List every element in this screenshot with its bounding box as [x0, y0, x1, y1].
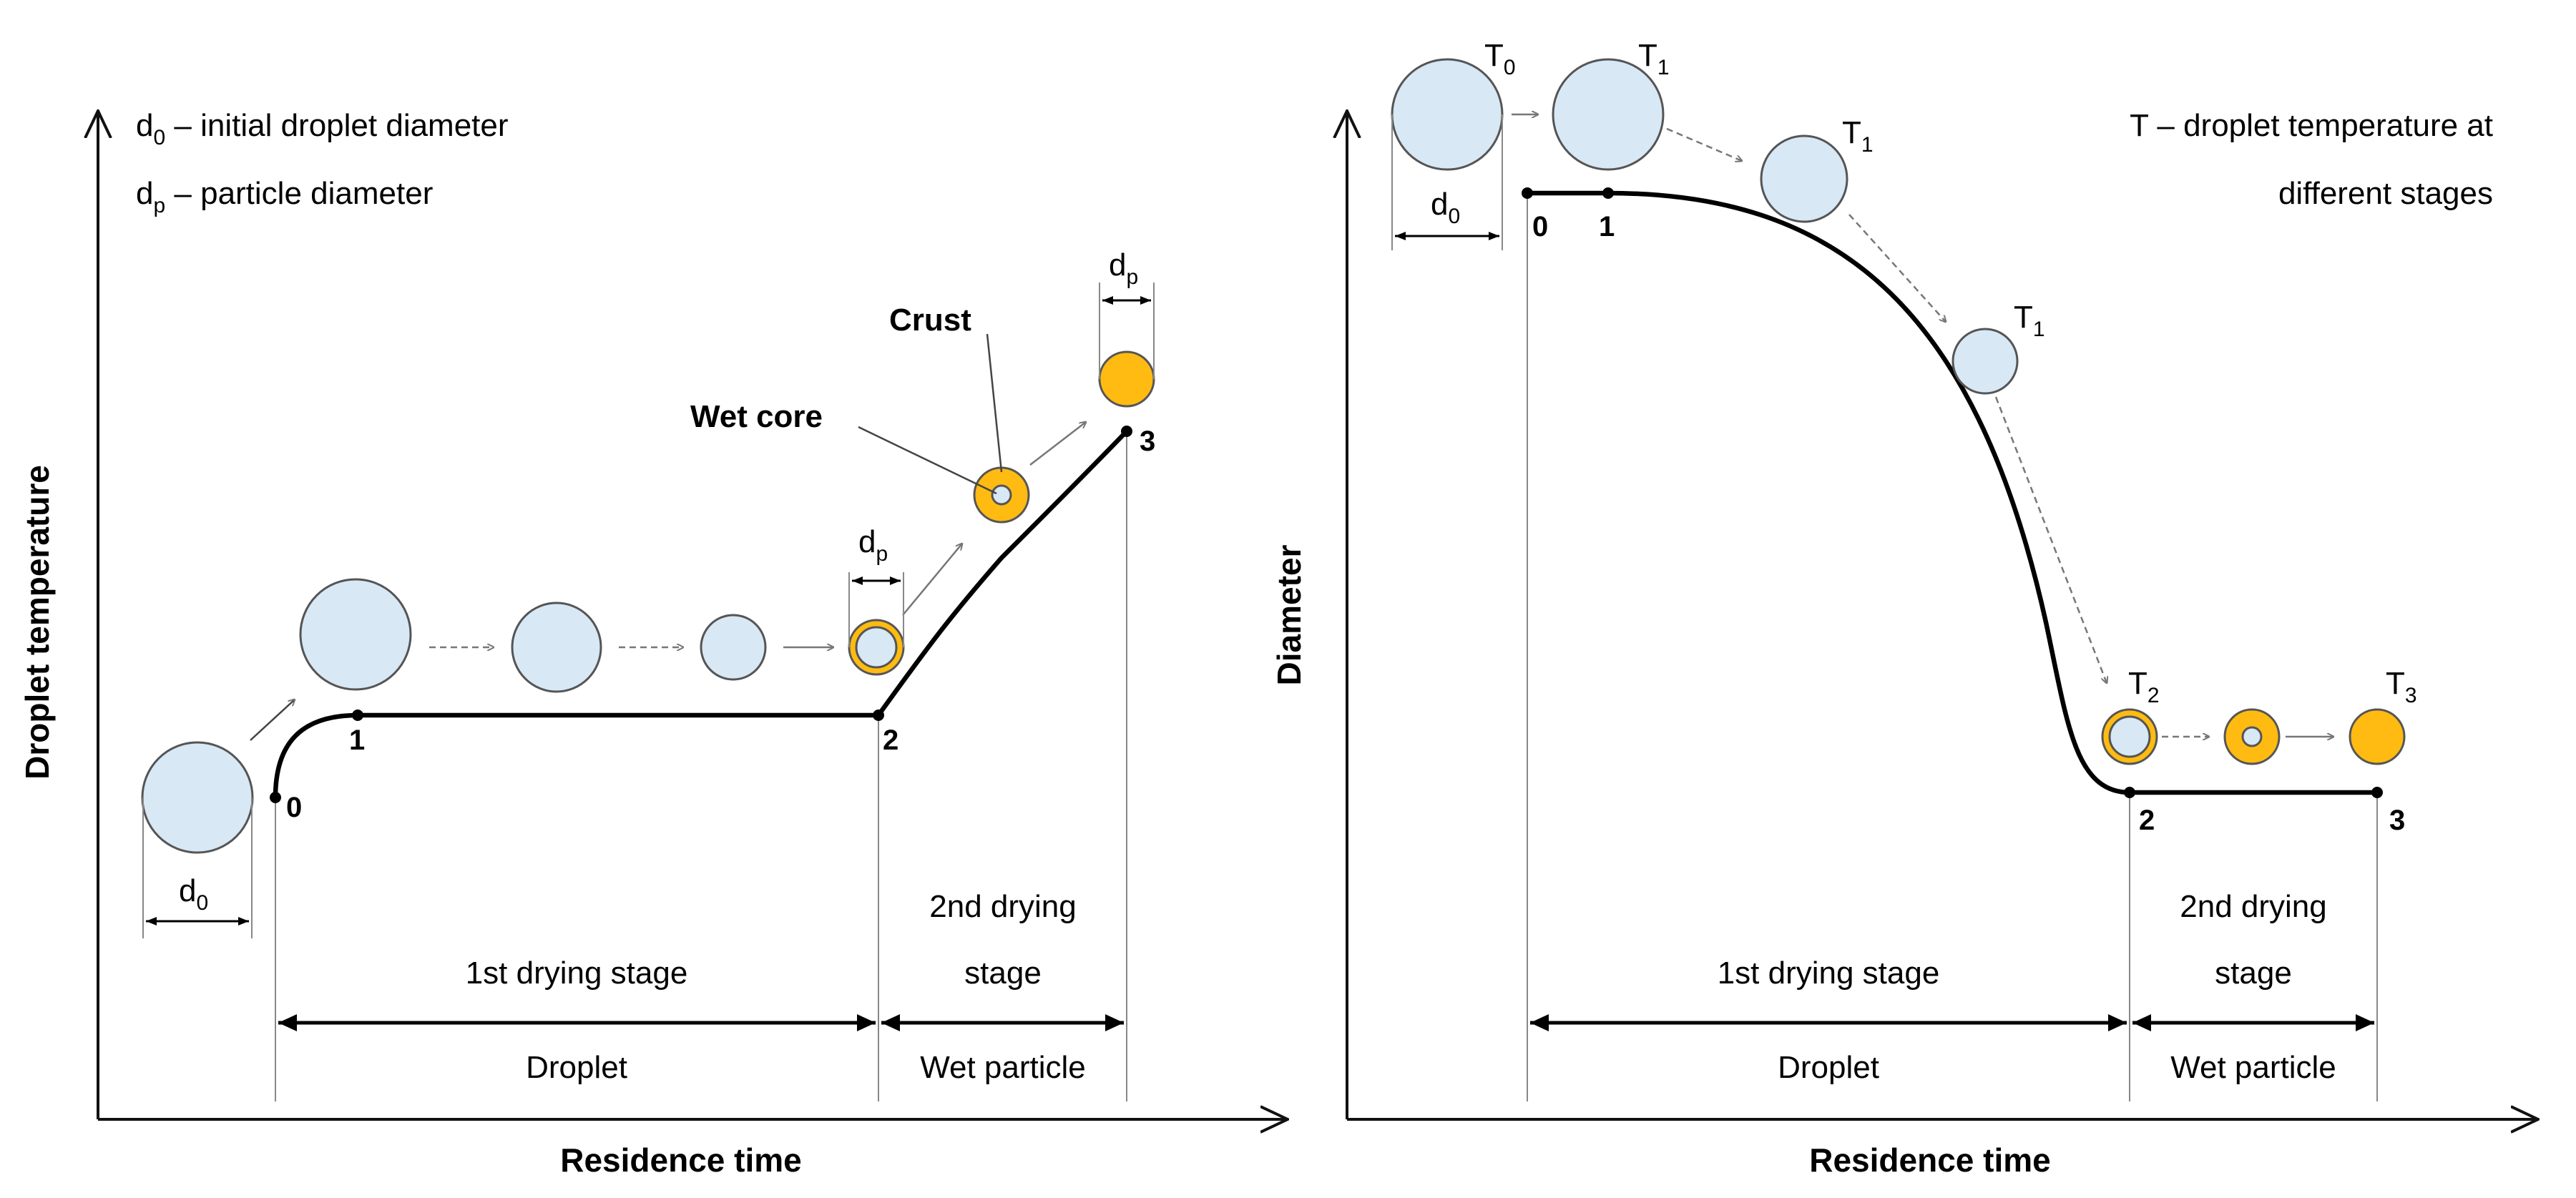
- temperature-curve: [273, 429, 1129, 798]
- right-panel: Diameter Residence time T – droplet temp…: [1270, 38, 2538, 1179]
- phase1-label: Droplet: [526, 1050, 627, 1085]
- droplet-1: [299, 578, 412, 691]
- droplet-2: [511, 602, 602, 693]
- stage1-label: 1st drying stage: [466, 956, 688, 991]
- right-droplet-2: [1760, 134, 1848, 223]
- right-point-0-label: 0: [1532, 211, 1548, 242]
- right-dry-particle: [2349, 708, 2406, 765]
- arrow-to-droplet-1: [250, 699, 295, 741]
- wet-core-label: Wet core: [690, 399, 823, 434]
- initial-droplet: [141, 741, 254, 854]
- point-3-label: 3: [1140, 426, 1155, 457]
- dp-label-small: dp: [858, 524, 888, 566]
- legend-d0: d0 – initial droplet diameter: [136, 108, 509, 149]
- wet-core-pointer: [858, 426, 997, 495]
- right-point-1-marker: [1602, 187, 1614, 199]
- point-2-marker: [873, 710, 884, 721]
- right-shell-core: [2108, 715, 2151, 758]
- temp-T1a: T1: [1638, 38, 1670, 79]
- dry-particle: [1098, 350, 1155, 408]
- stage2-label-line1: 2nd drying: [929, 889, 1076, 924]
- right-initial-droplet: [1391, 58, 1504, 171]
- left-x-axis-title: Residence time: [560, 1141, 801, 1179]
- right-droplet-3: [1951, 328, 2019, 395]
- right-d0-label: d0: [1431, 187, 1460, 228]
- crust-pointer: [986, 333, 1003, 473]
- left-panel: Droplet temperature Residence time d0 – …: [19, 108, 1288, 1179]
- right-phase1-label: Droplet: [1778, 1050, 1879, 1085]
- point-0-label: 0: [286, 792, 302, 823]
- right-droplet-1: [1552, 58, 1665, 171]
- arrow-to-dry-particle: [1029, 422, 1086, 466]
- right-point-2-marker: [2124, 787, 2135, 798]
- right-y-axis-title: Diameter: [1270, 544, 1308, 685]
- right-arrow-4: [1994, 396, 2107, 683]
- crust-label: Crust: [889, 303, 971, 338]
- left-y-axis-title: Droplet temperature: [19, 465, 56, 780]
- right-stage1-label: 1st drying stage: [1718, 956, 1940, 991]
- right-arrow-3: [1848, 214, 1946, 322]
- arrow-to-crust-particle: [902, 544, 962, 616]
- right-point-0-marker: [1522, 187, 1533, 199]
- right-legend-line1: T – droplet temperature at: [2130, 108, 2493, 143]
- temp-T1c: T1: [2014, 300, 2045, 341]
- right-arrow-2: [1666, 127, 1742, 161]
- temp-T0: T0: [1484, 38, 1516, 79]
- right-point-2-label: 2: [2139, 805, 2155, 836]
- right-point-3-marker: [2371, 787, 2383, 798]
- diameter-curve: [1527, 190, 2377, 795]
- point-0-marker: [270, 792, 281, 803]
- d0-label: d0: [179, 873, 208, 915]
- right-phase2-label: Wet particle: [2170, 1050, 2336, 1085]
- right-stage2-line2: stage: [2215, 956, 2292, 991]
- point-2-label: 2: [883, 725, 898, 756]
- right-x-axis-title: Residence time: [1809, 1141, 2050, 1179]
- legend-dp: dp – particle diameter: [136, 176, 433, 217]
- droplet-3: [700, 614, 767, 681]
- right-point-1-label: 1: [1599, 211, 1615, 242]
- point-1-marker: [352, 710, 363, 721]
- crust-shell-core: [855, 626, 898, 669]
- right-legend-line2: different stages: [2278, 176, 2493, 211]
- temp-T1b: T1: [1842, 115, 1874, 157]
- dp-label-top: dp: [1109, 247, 1138, 289]
- wet-core: [991, 484, 1012, 506]
- right-wet-core: [2241, 726, 2263, 747]
- stage2-label-line2: stage: [964, 956, 1042, 991]
- right-stage2-line1: 2nd drying: [2180, 889, 2326, 924]
- temp-T3: T3: [2386, 666, 2417, 707]
- point-1-label: 1: [349, 725, 365, 756]
- point-3-marker: [1121, 426, 1132, 437]
- right-point-3-label: 3: [2389, 805, 2405, 836]
- temp-T2: T2: [2128, 666, 2160, 707]
- phase2-label: Wet particle: [920, 1050, 1086, 1085]
